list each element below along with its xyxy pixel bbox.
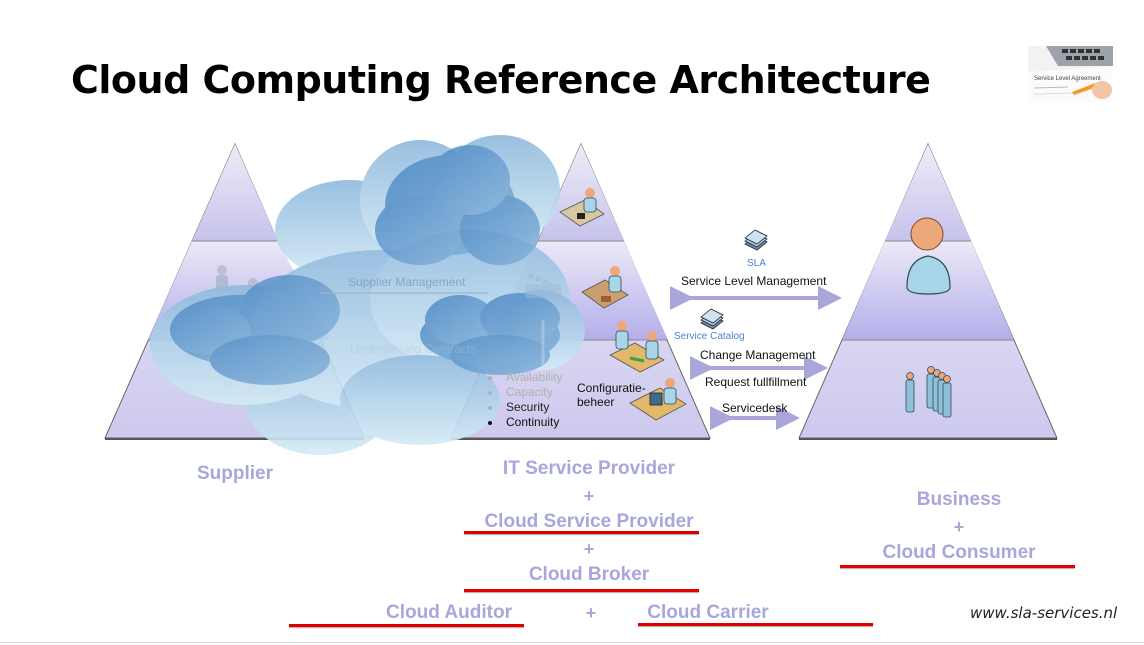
config-label-line2: beheer [577,395,615,409]
cloud-service-provider-underline [464,531,699,534]
person-at-keyboard-icon [559,188,605,227]
cloud-overlay: Supplier Management Underpinning Contrac… [150,135,585,455]
bullet-item-security: Security [488,400,562,415]
underpinning-contracts-text: Underpinning Contracts [350,342,476,356]
service-level-management-label: Service Level Management [681,274,827,288]
service-catalog-label: Service Catalog [674,331,745,342]
supplier-management-text: Supplier Management [348,275,466,289]
business-role: Business [916,489,1002,510]
supplier-role: Supplier [196,463,274,484]
cloud-carrier-underline [638,623,873,626]
sla-document-stack-icon [744,229,768,251]
service-catalog-stack-icon [700,308,724,330]
person-at-desk-icon [581,266,629,309]
thumbnail-caption: Service Level Agreement [1034,76,1101,82]
website-url: www.sla-services.nl [970,604,1118,622]
it-service-provider-role: IT Service Provider [502,458,676,479]
group-icon [905,366,952,418]
bottom-divider [0,642,1144,643]
user-icon [906,217,951,295]
config-label-line1: Configuratie- [577,381,646,395]
sla-label: SLA [747,258,766,269]
plus-sign: + [585,603,597,623]
bullet-item-continuity: Continuity [488,415,562,430]
cloud-carrier-role: Cloud Carrier [647,602,769,623]
meeting-icon [609,321,665,373]
cloud-consumer-role: Cloud Consumer [882,542,1036,563]
configuration-management-label: Configuratie- beheer [577,381,646,409]
request-fulfillment-label: Request fullfillment [705,375,807,389]
page-title: Cloud Computing Reference Architecture [71,58,931,102]
meeting-faded-icon [525,273,561,298]
plus-sign: + [583,539,595,559]
plus-sign: + [953,517,965,537]
sla-document-thumbnail: Service Level Agreement [1028,46,1113,102]
cloud-broker-underline [464,589,699,592]
cloud-consumer-underline [840,565,1075,568]
plus-sign: + [583,486,595,506]
cloud-auditor-underline [289,624,524,627]
service-attributes-list: Availability Capacity Security Continuit… [488,370,562,430]
helpdesk-operator-icon [629,378,687,421]
cloud-auditor-role: Cloud Auditor [386,602,512,623]
servicedesk-label: Servicedesk [722,401,788,415]
cloud-service-provider-role: Cloud Service Provider [484,511,694,532]
change-management-label: Change Management [700,348,816,362]
bullet-item-capacity: Capacity [488,385,562,400]
cloud-broker-role: Cloud Broker [528,564,650,585]
bullet-item-availability: Availability [488,370,562,385]
